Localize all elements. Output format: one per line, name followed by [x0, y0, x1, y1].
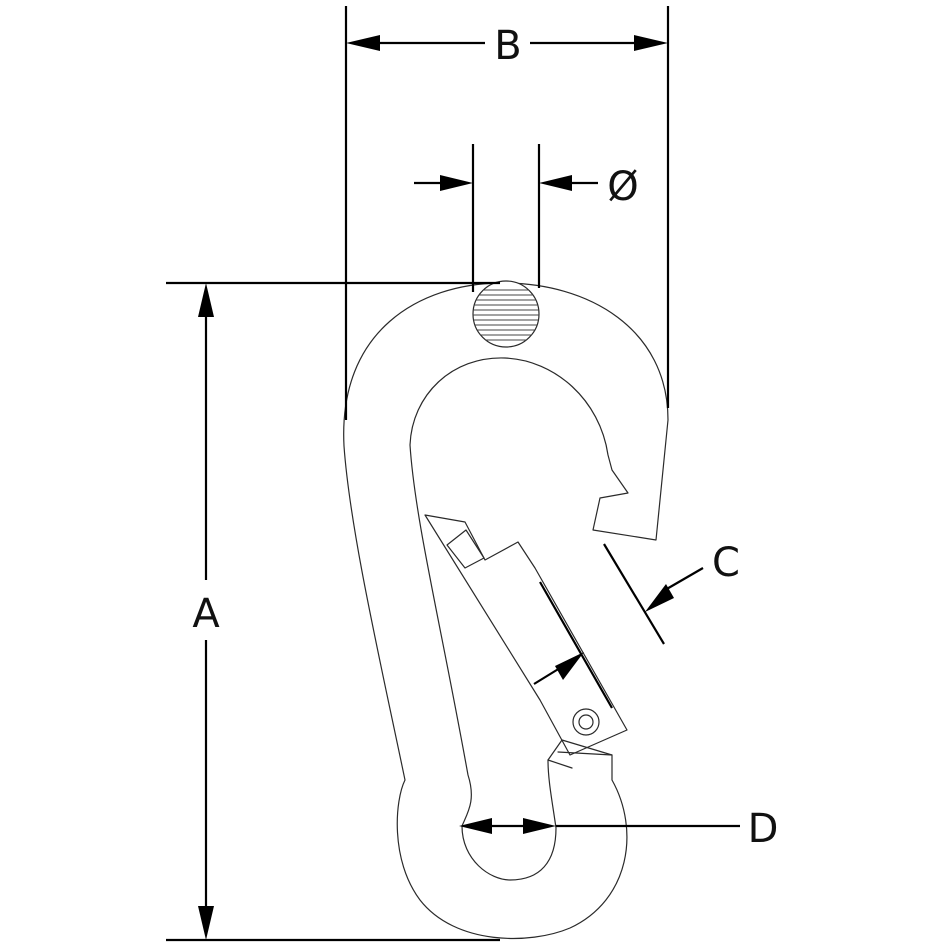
- gate-body: [424, 514, 628, 756]
- gate-notch: [446, 529, 485, 569]
- dimension-d: D: [459, 806, 778, 852]
- dimension-c-leader-inner: [533, 667, 561, 685]
- dimension-diameter-label: Ø: [607, 164, 638, 210]
- dimension-c: C: [533, 540, 740, 709]
- wire-cross-section: [472, 280, 540, 348]
- dimension-b-arrow-right: [634, 35, 668, 51]
- dimension-b: B: [344, 6, 670, 420]
- dimension-a: A: [166, 281, 500, 942]
- dimension-d-arrow-left: [459, 818, 492, 834]
- dimension-c-leader: [664, 567, 704, 591]
- dimension-b-label: B: [494, 23, 521, 69]
- gate-hinge-lines: [547, 751, 613, 769]
- dimension-d-label: D: [748, 806, 779, 852]
- gate-rivet-outer: [572, 708, 600, 736]
- dimension-c-extension-lower: [539, 581, 613, 709]
- dimension-a-arrow-top: [198, 283, 214, 317]
- dimension-c-arrow-inner: [555, 652, 584, 680]
- dimension-diameter-arrow-right: [539, 175, 572, 191]
- carabiner-body: [343, 280, 669, 940]
- dimension-c-arrow-outer: [645, 584, 674, 612]
- dimension-a-label: A: [192, 591, 220, 637]
- dimension-diameter: Ø: [414, 144, 639, 292]
- gate-rivet-inner: [578, 714, 594, 730]
- dimension-b-arrow-left: [346, 35, 380, 51]
- dimension-c-label: C: [712, 540, 740, 586]
- dimension-d-arrow-right: [523, 818, 556, 834]
- dimension-c-extension-upper: [603, 543, 665, 645]
- dimension-a-arrow-bottom: [198, 906, 214, 940]
- dimension-diameter-arrow-left: [440, 175, 473, 191]
- carabiner-outer-contour: [343, 282, 669, 940]
